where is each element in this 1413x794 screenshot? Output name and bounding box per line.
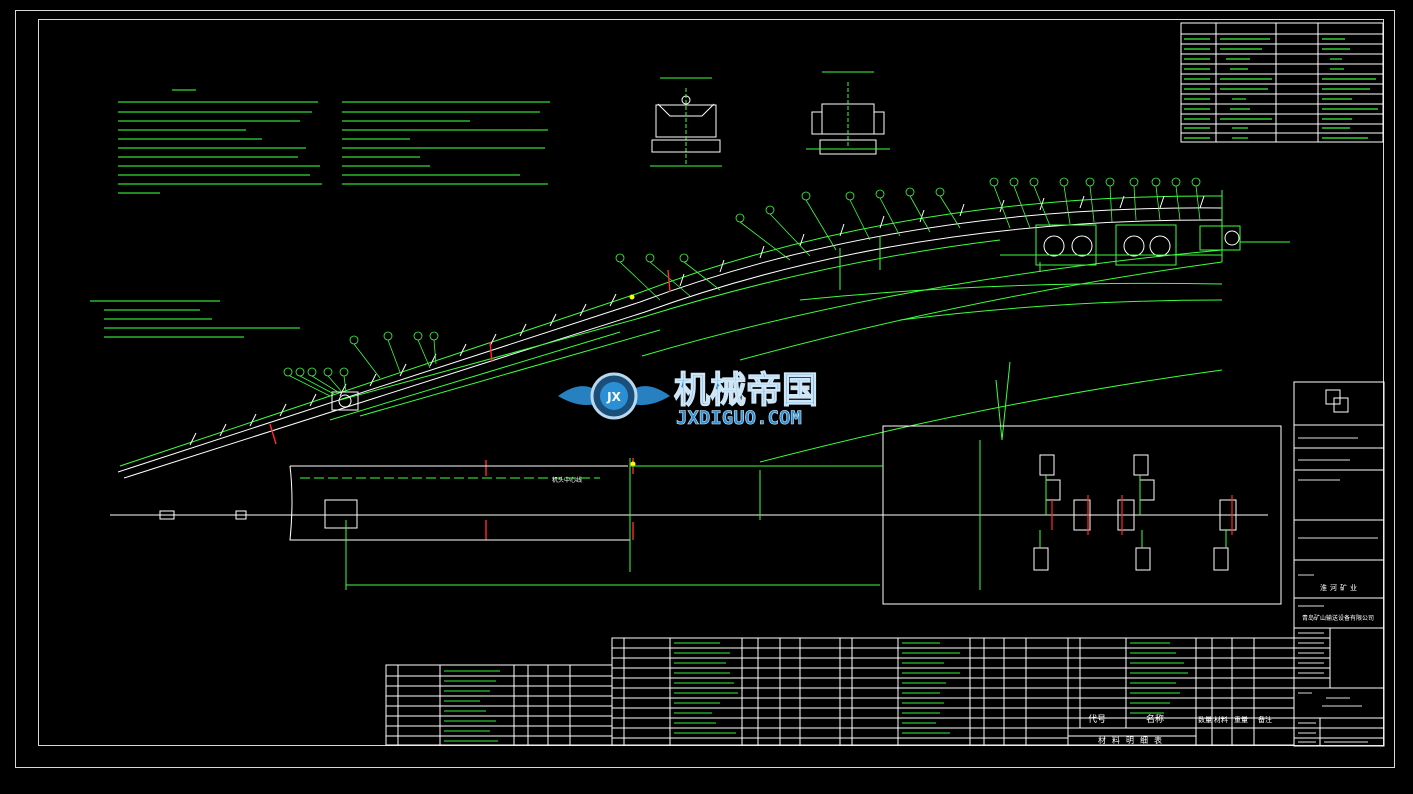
watermark-brand-en: JXDIGUO.COM bbox=[676, 407, 802, 429]
client-name: 淮河矿业 bbox=[1320, 583, 1360, 592]
technical-notes-left bbox=[118, 89, 322, 194]
bom-header-name: 名称 bbox=[1146, 713, 1164, 725]
outer-border bbox=[15, 10, 1395, 768]
title-block bbox=[1293, 381, 1385, 747]
bom-header-weight: 重量 bbox=[1234, 716, 1248, 724]
parameter-table bbox=[1180, 22, 1384, 143]
notes-left-lower bbox=[90, 300, 300, 338]
bom-header-material: 材料 bbox=[1214, 715, 1228, 724]
section-view-b bbox=[806, 71, 890, 155]
watermark-emblem-text: JX bbox=[606, 390, 621, 404]
part-balloons bbox=[283, 177, 1201, 377]
bom-cell-text bbox=[444, 642, 1188, 742]
watermark-brand-cn: 机械帝国 bbox=[674, 370, 818, 411]
bom-table-right bbox=[839, 637, 1069, 746]
title-block-text bbox=[1298, 437, 1378, 743]
bom-caption: 材料明细表 bbox=[1098, 735, 1168, 745]
section-view-a bbox=[650, 77, 722, 167]
bom-header-qty: 数量 bbox=[1198, 715, 1212, 724]
technical-notes-mid bbox=[342, 101, 550, 185]
bom-table-mid bbox=[611, 637, 841, 746]
plan-view bbox=[110, 425, 1282, 605]
bom-table-left bbox=[385, 664, 613, 746]
bom-table-far-right bbox=[1067, 637, 1295, 746]
bom-header-remark: 备注 bbox=[1258, 715, 1272, 724]
drive-units-plan bbox=[1033, 454, 1237, 571]
watermark: JX 机械帝国 JXDIGUO.COM bbox=[558, 369, 819, 429]
watermark-emblem: JX bbox=[558, 372, 670, 420]
bom-header-code: 代号 bbox=[1088, 714, 1106, 725]
plan-view-accents bbox=[1051, 495, 1233, 535]
part-leaders bbox=[289, 185, 1201, 397]
centerline-label: 机头中心线 bbox=[552, 476, 582, 484]
yellow-markers bbox=[629, 294, 636, 467]
parameter-table-text bbox=[1184, 38, 1378, 139]
conveyor-elevation bbox=[117, 190, 1290, 479]
company-name: 青岛矿山输送设备有限公司 bbox=[1302, 614, 1374, 622]
